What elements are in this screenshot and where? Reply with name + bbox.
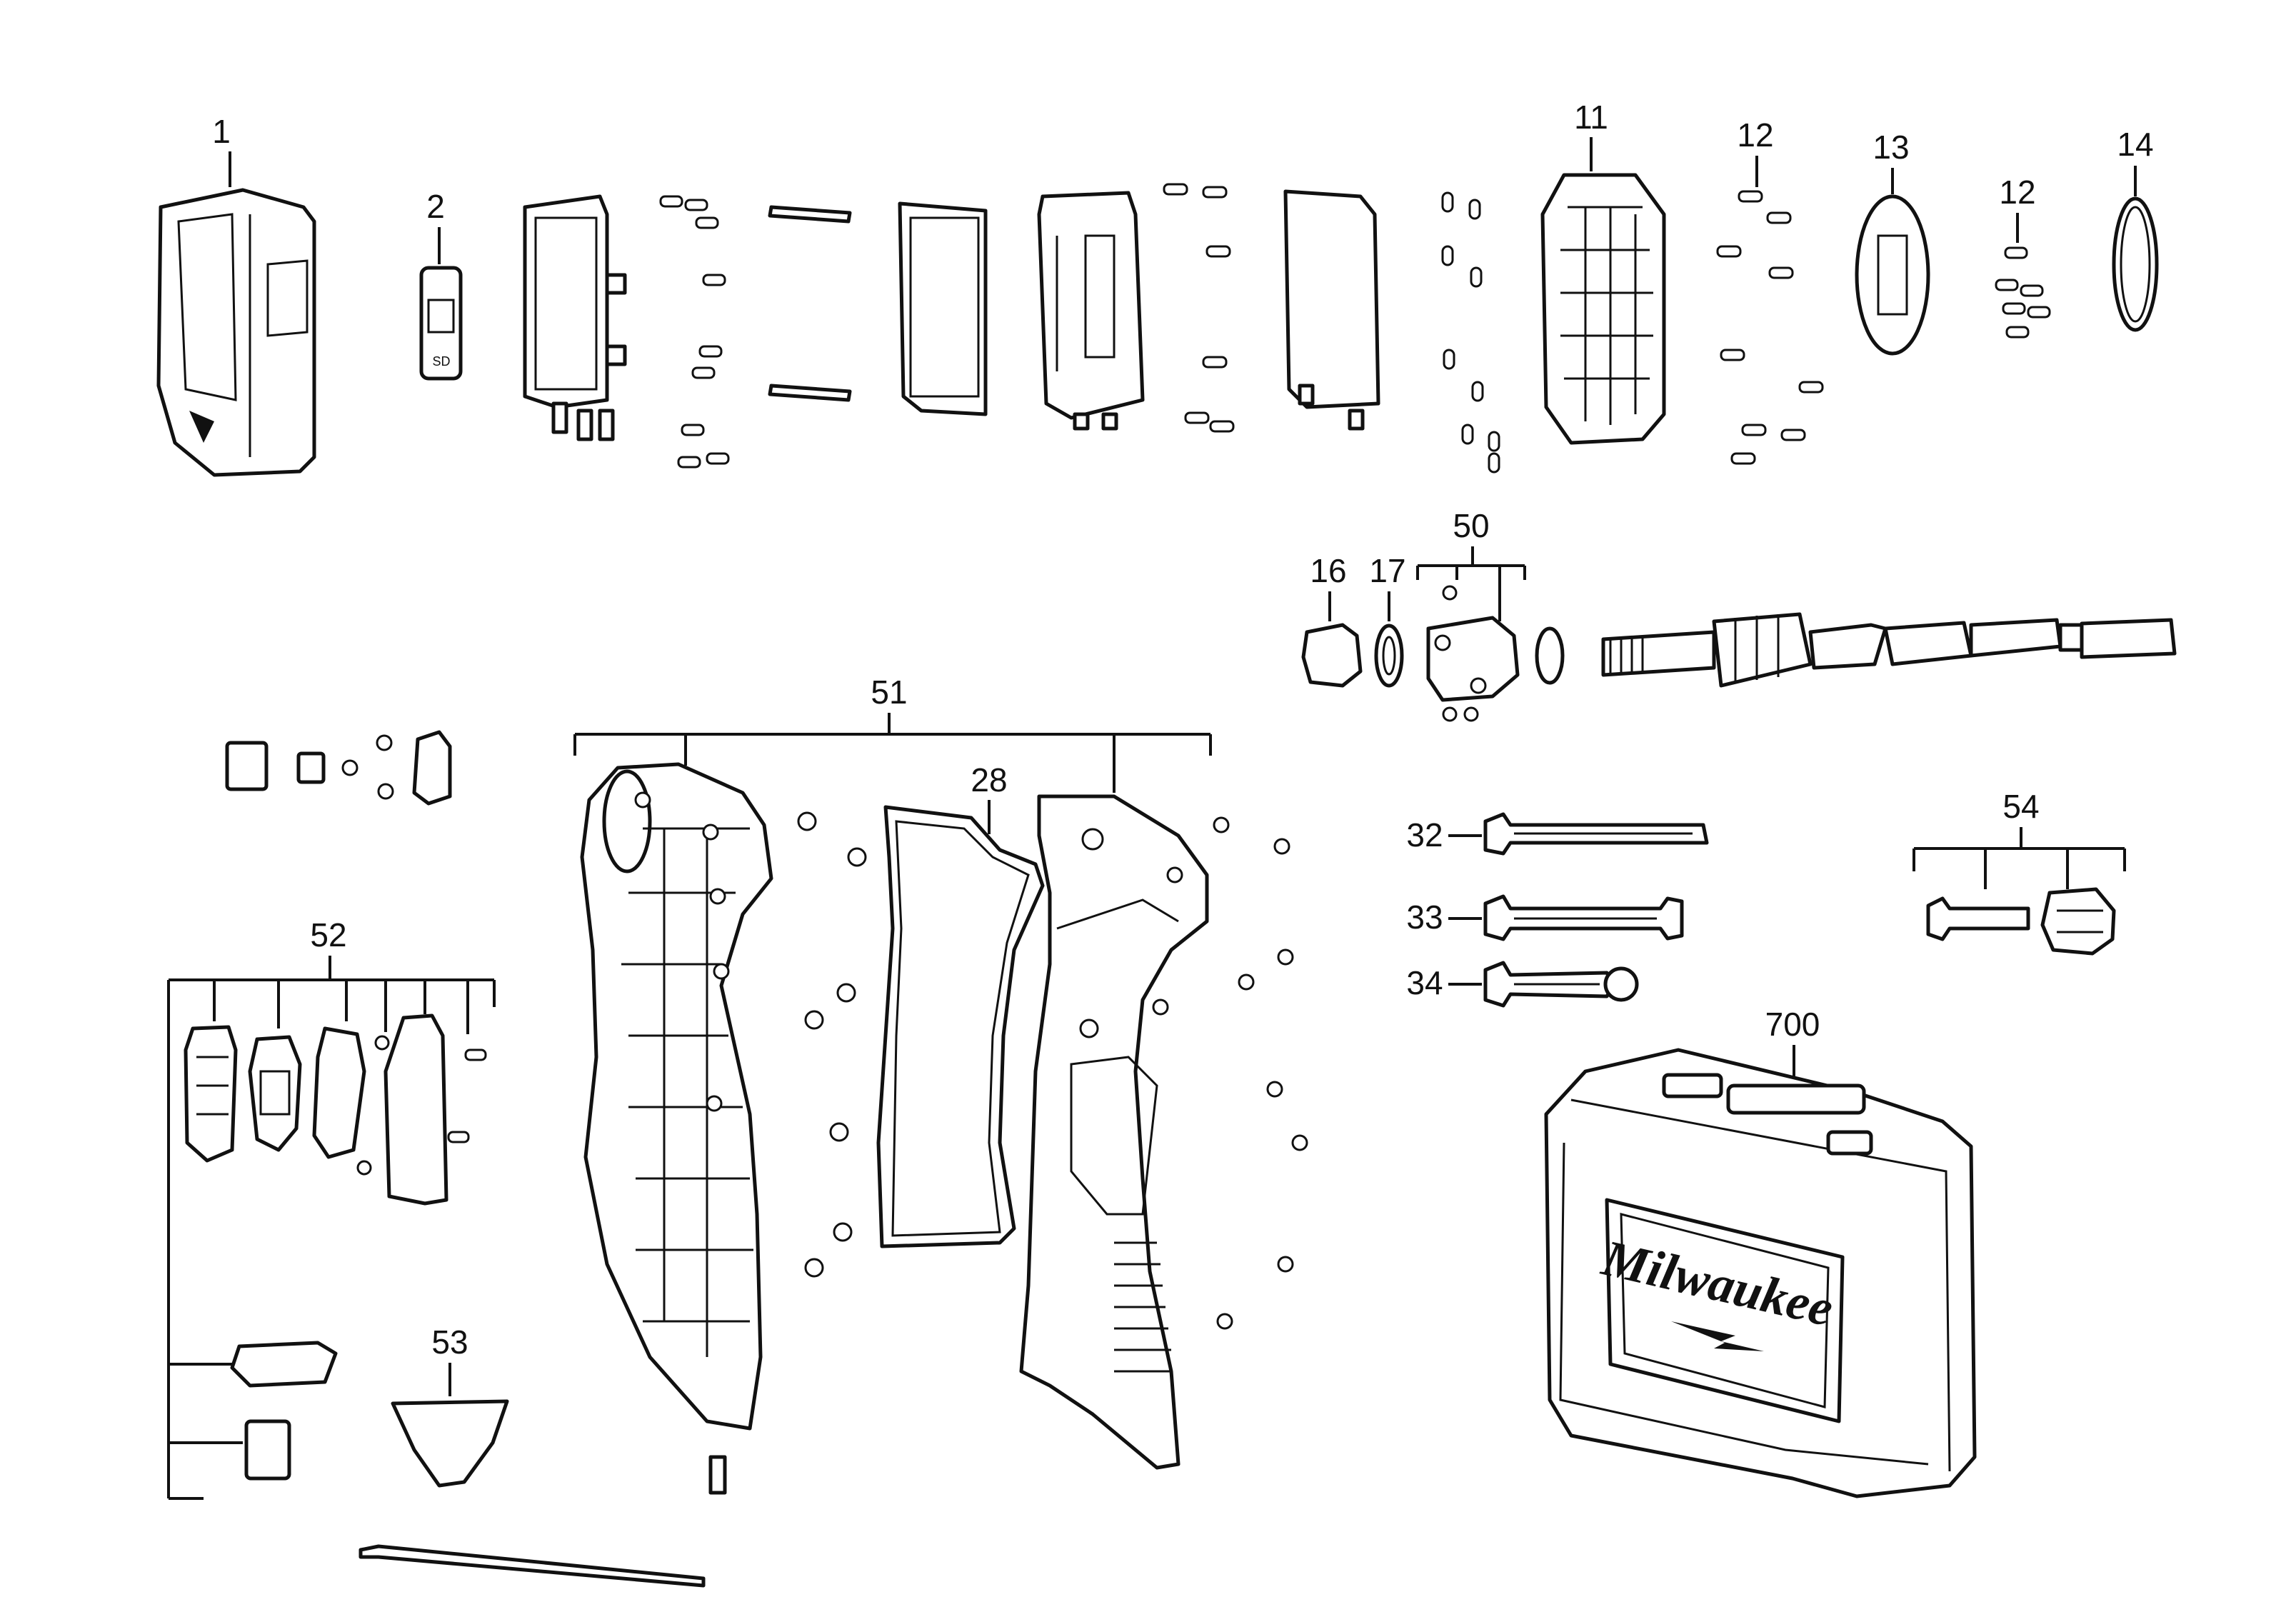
- part-2-sd-cover: 2 SD: [419, 188, 463, 381]
- part-11-rear-cover: 11: [1540, 99, 1666, 445]
- callout-50: 50: [1453, 507, 1489, 544]
- circuit-board: [1037, 191, 1145, 431]
- display-frame: [523, 194, 627, 441]
- part-16-nut: 16: [1301, 552, 1363, 688]
- callout-28: 28: [971, 761, 1007, 799]
- housing-right-half: [1019, 794, 1209, 1470]
- callout-52: 52: [310, 916, 346, 953]
- gasket-strips: [768, 205, 852, 402]
- callout-1: 1: [212, 113, 231, 150]
- part-33-cable-link: 33: [1406, 894, 1684, 941]
- callout-700: 700: [1765, 1006, 1820, 1043]
- housing-left-half: [580, 762, 773, 1495]
- part-54-end-cap: 54: [1913, 788, 2126, 956]
- mount-bracket-group: [225, 730, 452, 806]
- part-12-screws-right: 12: [1716, 116, 1824, 465]
- cable-shaft: [1601, 612, 2177, 688]
- small-rings-group: [1441, 191, 1500, 474]
- part-17-washer: 17: [1369, 552, 1406, 688]
- callout-11: 11: [1574, 99, 1608, 136]
- callout-54: 54: [2002, 788, 2039, 825]
- back-plate: [1283, 189, 1380, 431]
- part-12-screws-small: 12: [1995, 174, 2051, 339]
- callout-53: 53: [431, 1323, 468, 1361]
- part-13-lens-holder: 13: [1855, 129, 1930, 356]
- cable-tie: [359, 1544, 706, 1588]
- part-32-cable-link: 32: [1406, 812, 1709, 856]
- housing-screws: [797, 811, 1308, 1330]
- part-28-gasket: 28: [876, 761, 1045, 1248]
- callout-34: 34: [1406, 964, 1443, 1001]
- callout-13: 13: [1873, 129, 1909, 166]
- callout-33: 33: [1406, 898, 1443, 936]
- part-50-camera-head: 50: [1416, 507, 1565, 722]
- callout-2: 2: [426, 188, 445, 225]
- part-1-display-housing: 1: [156, 113, 316, 477]
- part-700-carrying-case: 700 Milwaukee: [1544, 1006, 1977, 1498]
- callout-16: 16: [1310, 552, 1346, 589]
- callout-12-b: 12: [1999, 174, 2035, 211]
- part-51-housing-set: 51: [573, 674, 1212, 793]
- screws-group-a: [659, 195, 730, 469]
- screws-group-b: [1163, 183, 1235, 433]
- part-52-switch-set: 52: [167, 916, 496, 1500]
- lcd-screen: [898, 201, 988, 416]
- callout-17: 17: [1369, 552, 1405, 589]
- part-53-foam-insert: 53: [391, 1323, 509, 1488]
- callout-14: 14: [2117, 126, 2153, 163]
- callout-32: 32: [1406, 816, 1443, 853]
- callout-51: 51: [871, 674, 907, 711]
- callout-12-a: 12: [1737, 116, 1773, 154]
- part-34-cable-link: 34: [1406, 961, 1639, 1008]
- part-14-o-ring: 14: [2112, 126, 2159, 332]
- sd-marking: SD: [432, 354, 450, 369]
